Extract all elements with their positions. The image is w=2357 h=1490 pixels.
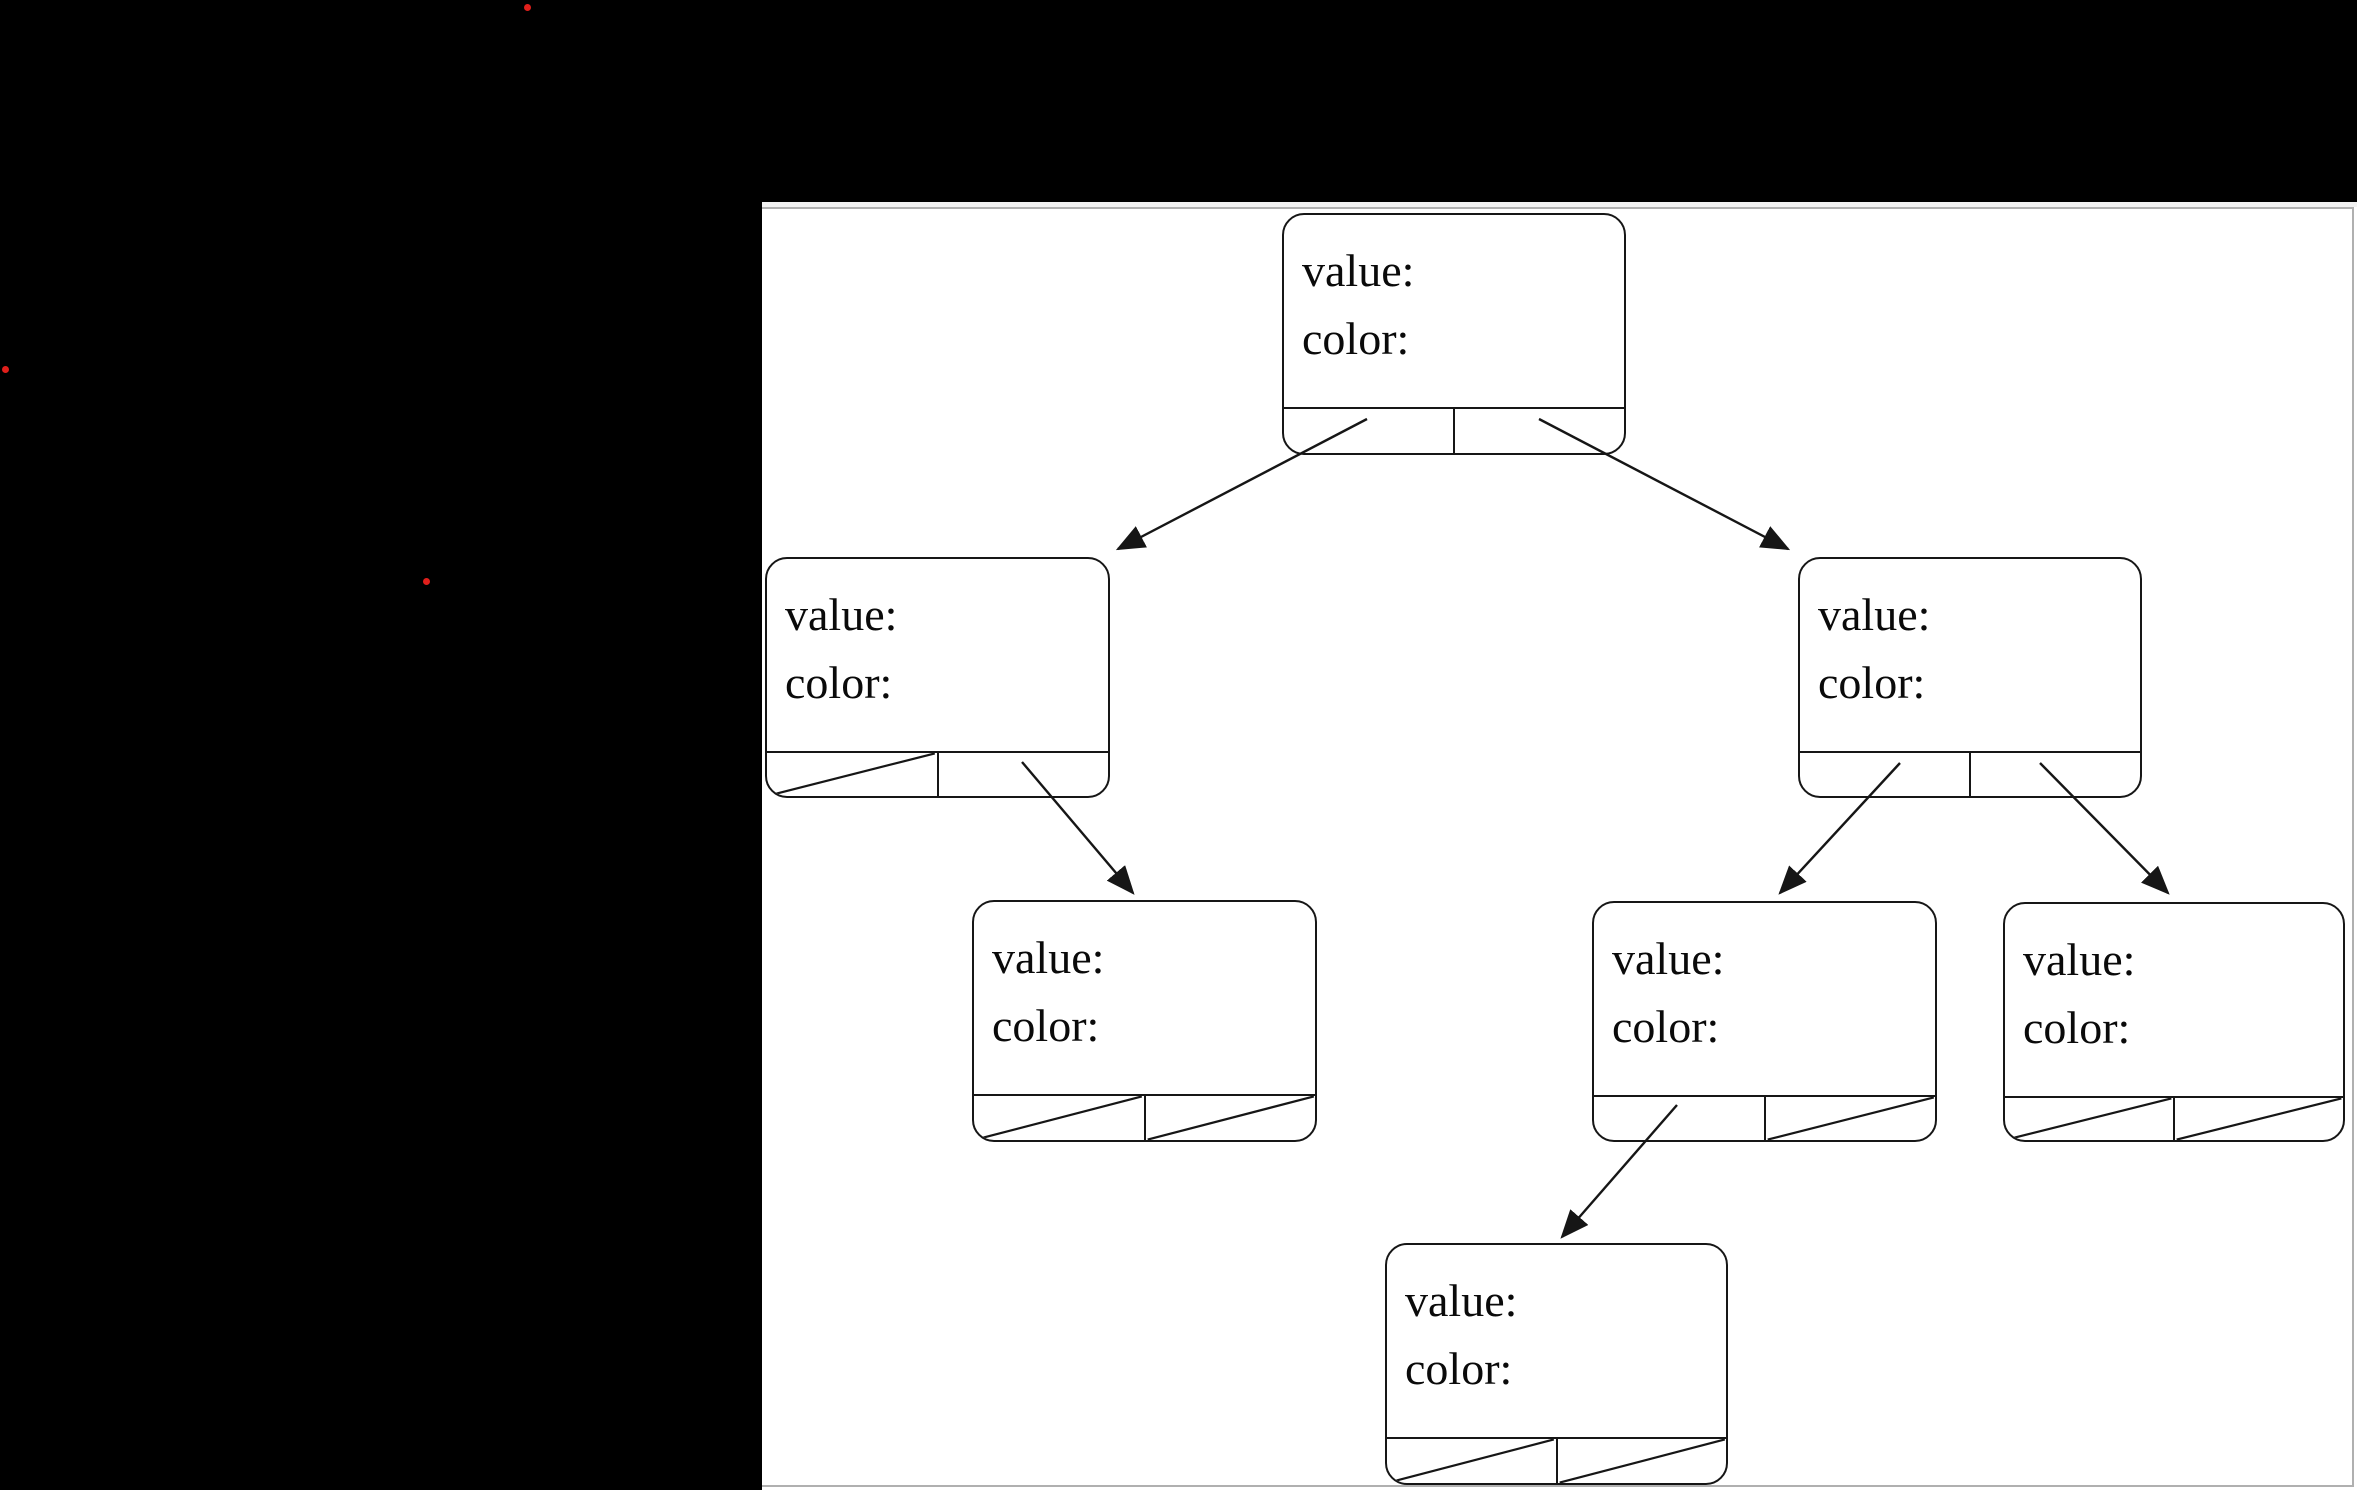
window-border — [762, 207, 2354, 1487]
node-field-label-color: color: — [2023, 1002, 2131, 1053]
node-field-label-value: value: — [2023, 934, 2136, 985]
tree-node-left: value: color: — [765, 557, 1110, 798]
right-pointer-cell — [2173, 1098, 2343, 1140]
right-pointer-cell — [1969, 753, 2140, 796]
node-field-label-color: color: — [1818, 657, 1926, 708]
node-field-label-value: value: — [1612, 933, 1725, 984]
node-fields: value: color: — [1800, 559, 2140, 751]
tree-node-right-left: value: color: — [1592, 901, 1937, 1142]
null-slash-icon — [2175, 1098, 2343, 1140]
node-field-label-value: value: — [1818, 589, 1931, 640]
node-fields: value: color: — [767, 559, 1108, 751]
left-pointer-cell — [1284, 409, 1453, 453]
node-fields: value: color: — [2005, 904, 2343, 1096]
pointer-cells — [1594, 1095, 1935, 1140]
node-field-label-value: value: — [1405, 1275, 1518, 1326]
cursor-dot — [1, 365, 9, 373]
tree-node-right: value: color: — [1798, 557, 2142, 798]
cursor-dot — [523, 3, 531, 11]
pointer-cells — [974, 1094, 1315, 1140]
pointer-cells — [1387, 1437, 1726, 1483]
node-field-label-value: value: — [785, 589, 898, 640]
pointer-cells — [767, 751, 1108, 796]
left-pointer-cell — [2005, 1098, 2173, 1140]
node-field-label-value: value: — [992, 932, 1105, 983]
left-pointer-cell — [974, 1096, 1144, 1140]
null-slash-icon — [1558, 1439, 1727, 1483]
node-fields: value: color: — [1594, 903, 1935, 1095]
tree-node-right-left-left: value: color: — [1385, 1243, 1728, 1485]
right-pointer-cell — [1763, 1097, 1936, 1140]
tree-node-right-right: value: color: — [2003, 902, 2345, 1142]
pointer-cells — [1284, 407, 1624, 453]
node-fields: value: color: — [1387, 1245, 1726, 1437]
tree-node-left-right: value: color: — [972, 900, 1317, 1142]
node-field-label-color: color: — [1302, 313, 1410, 364]
null-slash-icon — [1146, 1096, 1316, 1140]
pointer-cells — [1800, 751, 2140, 796]
cursor-dot — [422, 577, 430, 585]
left-pointer-cell — [1387, 1439, 1556, 1483]
null-slash-icon — [974, 1096, 1144, 1140]
node-field-label-color: color: — [785, 657, 893, 708]
left-pointer-cell — [1594, 1097, 1764, 1140]
left-pointer-cell — [1800, 753, 1969, 796]
left-pointer-cell — [767, 753, 937, 796]
node-field-label-color: color: — [992, 1000, 1100, 1051]
right-pointer-cell — [1453, 409, 1624, 453]
null-slash-icon — [1766, 1097, 1936, 1140]
right-pointer-cell — [1143, 1096, 1316, 1140]
pointer-cells — [2005, 1096, 2343, 1140]
node-fields: value: color: — [1284, 215, 1624, 407]
null-slash-icon — [1387, 1439, 1556, 1483]
right-pointer-cell — [936, 753, 1109, 796]
null-slash-icon — [767, 753, 937, 796]
node-field-label-color: color: — [1612, 1001, 1720, 1052]
null-slash-icon — [2005, 1098, 2173, 1140]
node-fields: value: color: — [974, 902, 1315, 1094]
tree-node-root: value: color: — [1282, 213, 1626, 455]
node-field-label-value: value: — [1302, 245, 1415, 296]
window-top-strip — [762, 202, 2357, 207]
right-pointer-cell — [1555, 1439, 1727, 1483]
node-field-label-color: color: — [1405, 1343, 1513, 1394]
